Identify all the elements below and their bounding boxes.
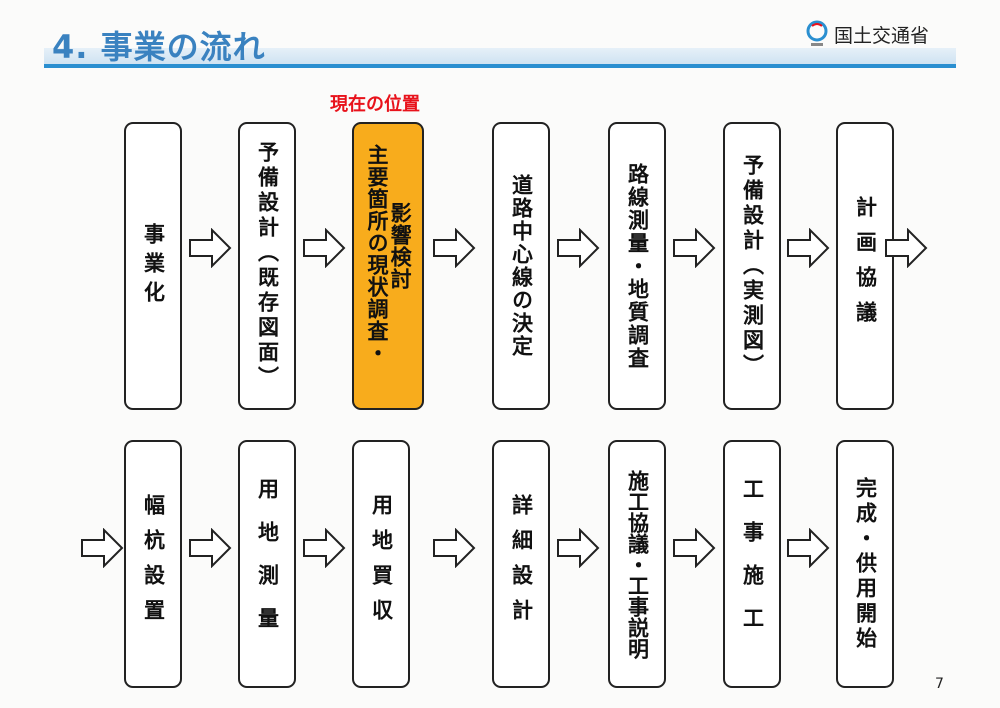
flow-arrow-icon [557,528,600,568]
page-title: 4. 事業の流れ [52,28,266,66]
step-yobi-sekkei-kizon: 予備設計（既存図面） [238,122,296,410]
step-yobi-sekkei-jissoku: 予備設計（実測図） [723,122,781,410]
flow-arrow-icon [303,528,346,568]
step-yochi-sokuryo: 用地測量 [238,440,296,688]
step-kansei: 完成・供用開始 [836,440,894,688]
page-number: 7 [935,676,944,692]
step-seko-kyogi: 施工協議・工事説明 [608,440,666,688]
flow-arrow-icon [81,528,124,568]
step-jigyoka: 事業化 [124,122,182,410]
flow-arrow-icon [673,228,716,268]
step-genjo-chosa: 主要箇所の現状調査・影響検討 [352,122,424,410]
current-position-label: 現在の位置 [330,94,420,115]
title-band [44,48,956,64]
step-doro-chushinsen: 道路中心線の決定 [492,122,550,410]
flow-arrow-icon [433,528,476,568]
flow-arrow-icon [557,228,600,268]
step-shosai-sekkei: 詳細設計 [492,440,550,688]
flow-arrow-icon [885,228,928,268]
step-koji-seko: 工事施工 [723,440,781,688]
flow-arrow-icon [787,528,830,568]
step-habagui: 幅杭設置 [124,440,182,688]
step-keikaku-kyogi: 計画協議 [836,122,894,410]
flow-arrow-icon [189,528,232,568]
flow-arrow-icon [189,228,232,268]
flow-arrow-icon [787,228,830,268]
ministry-emblem-icon [806,20,828,46]
flow-arrow-icon [433,228,476,268]
step-yochi-baishu: 用地買収 [352,440,410,688]
ministry-name: 国土交通省 [834,24,930,47]
ministry-logo: 国土交通省 [806,20,929,48]
step-rosen-sokuryo: 路線測量・地質調査 [608,122,666,410]
flow-arrow-icon [673,528,716,568]
flow-arrow-icon [303,228,346,268]
title-rule [44,64,956,68]
